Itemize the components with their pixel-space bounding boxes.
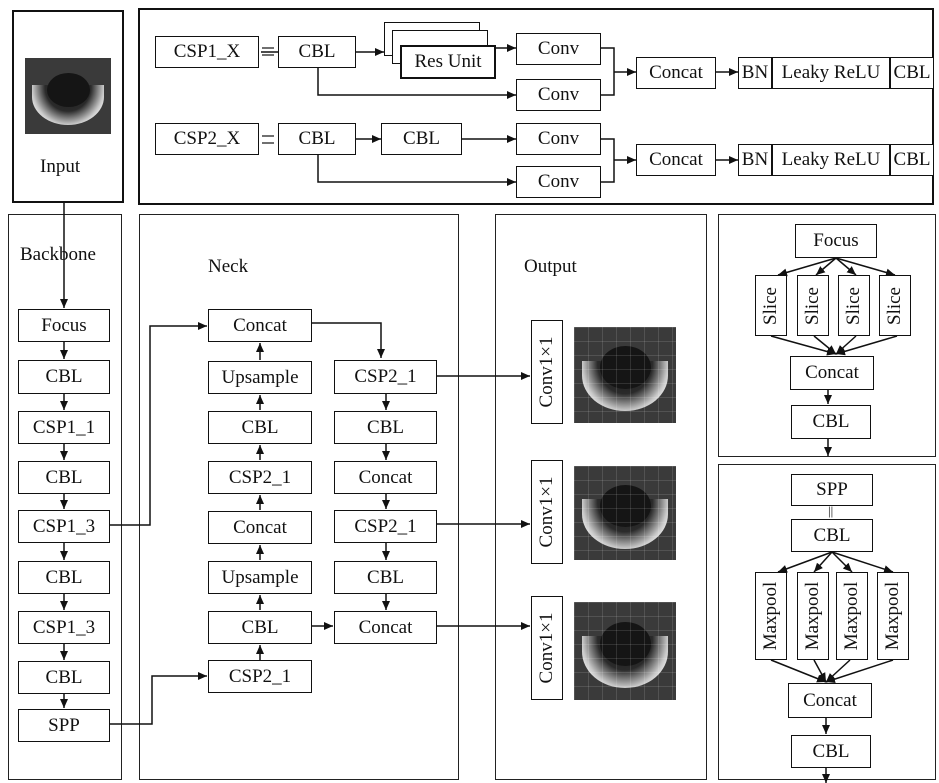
backbone-panel bbox=[8, 214, 122, 780]
spp-def-cbl-box: CBL bbox=[791, 519, 873, 552]
focus-def-cbl-box: CBL bbox=[791, 405, 871, 439]
neck-right-block: Concat bbox=[334, 611, 437, 644]
neck-left-block: CSP2_1 bbox=[208, 660, 312, 693]
neck-left-block: Upsample bbox=[208, 361, 312, 394]
backbone-block: CSP1_3 bbox=[18, 611, 110, 644]
csp2-conv-bottom-box: Conv bbox=[516, 166, 601, 198]
csp1-bn-box: BN bbox=[738, 57, 772, 89]
neck-left-block: CSP2_1 bbox=[208, 461, 312, 494]
focus-def-slice-label: Slice bbox=[843, 286, 864, 325]
spp-def-maxpool: Maxpool bbox=[836, 572, 868, 660]
csp2-cbl2-box: CBL bbox=[381, 123, 462, 155]
focus-def-slice: Slice bbox=[838, 275, 870, 336]
output-conv-label: Conv1×1 bbox=[536, 612, 557, 684]
spp-def-spp-box: SPP bbox=[791, 474, 873, 506]
neck-panel bbox=[139, 214, 459, 780]
input-ultrasound-image bbox=[25, 58, 111, 134]
focus-def-focus-box: Focus bbox=[795, 224, 877, 258]
csp1-cbl-box: CBL bbox=[278, 36, 356, 68]
neck-title: Neck bbox=[208, 256, 249, 277]
spp-def-maxpool: Maxpool bbox=[877, 572, 909, 660]
csp-definition-panel bbox=[138, 8, 934, 205]
spp-def-maxpool: Maxpool bbox=[797, 572, 829, 660]
spp-def-concat-box: Concat bbox=[788, 683, 872, 718]
spp-def-maxpool: Maxpool bbox=[755, 572, 787, 660]
output-detection-image-2 bbox=[574, 466, 676, 560]
neck-left-block: Upsample bbox=[208, 561, 312, 594]
focus-def-slice-label: Slice bbox=[802, 286, 823, 325]
output-detection-image-1 bbox=[574, 327, 676, 423]
csp1-conv-top-box: Conv bbox=[516, 33, 601, 65]
neck-right-block: Concat bbox=[334, 461, 437, 494]
output-conv-label: Conv1×1 bbox=[536, 336, 557, 408]
output-detection-image-3 bbox=[574, 602, 676, 700]
backbone-block: CBL bbox=[18, 661, 110, 694]
output-conv-head-3: Conv1×1 bbox=[531, 596, 563, 700]
csp1-concat-box: Concat bbox=[636, 57, 716, 89]
csp1-leaky-relu-box: Leaky ReLU bbox=[772, 57, 890, 89]
output-conv-head-1: Conv1×1 bbox=[531, 320, 563, 424]
focus-def-slice: Slice bbox=[755, 275, 787, 336]
neck-left-block: CBL bbox=[208, 411, 312, 444]
csp2-concat-box: Concat bbox=[636, 144, 716, 176]
csp1-cbl-out-box: CBL bbox=[890, 57, 934, 89]
backbone-block: CSP1_3 bbox=[18, 510, 110, 543]
backbone-title: Backbone bbox=[20, 244, 96, 265]
csp2-leaky-relu-box: Leaky ReLU bbox=[772, 144, 890, 176]
spp-def-maxpool-label: Maxpool bbox=[760, 581, 781, 651]
csp2-conv-top-box: Conv bbox=[516, 123, 601, 155]
neck-right-block: CSP2_1 bbox=[334, 510, 437, 543]
neck-right-block: CBL bbox=[334, 561, 437, 594]
output-panel bbox=[495, 214, 707, 780]
focus-def-concat-box: Concat bbox=[790, 356, 874, 390]
spp-def-cbl-out-box: CBL bbox=[791, 735, 871, 768]
input-panel bbox=[12, 10, 124, 203]
output-conv-label: Conv1×1 bbox=[536, 476, 557, 548]
csp1-res-unit-box: Res Unit bbox=[400, 45, 496, 79]
csp2-bn-box: BN bbox=[738, 144, 772, 176]
output-conv-head-2: Conv1×1 bbox=[531, 460, 563, 564]
neck-right-block: CBL bbox=[334, 411, 437, 444]
spp-def-maxpool-label: Maxpool bbox=[882, 581, 903, 651]
focus-def-slice: Slice bbox=[797, 275, 829, 336]
csp2-name-box: CSP2_X bbox=[155, 123, 259, 155]
backbone-block: SPP bbox=[18, 709, 110, 742]
spp-def-maxpool-label: Maxpool bbox=[841, 581, 862, 651]
backbone-block: CBL bbox=[18, 561, 110, 594]
csp2-cbl-out-box: CBL bbox=[890, 144, 934, 176]
input-title: Input bbox=[40, 156, 81, 177]
focus-definition-panel bbox=[718, 214, 936, 457]
output-title: Output bbox=[524, 256, 577, 277]
neck-left-block: Concat bbox=[208, 511, 312, 544]
csp1-conv-bottom-box: Conv bbox=[516, 79, 601, 111]
focus-def-slice: Slice bbox=[879, 275, 911, 336]
backbone-block: Focus bbox=[18, 309, 110, 342]
focus-def-slice-label: Slice bbox=[884, 286, 905, 325]
backbone-block: CBL bbox=[18, 461, 110, 494]
spp-def-maxpool-label: Maxpool bbox=[802, 581, 823, 651]
backbone-block: CSP1_1 bbox=[18, 411, 110, 444]
spp-def-equals-sign: || bbox=[828, 503, 834, 518]
neck-right-block: CSP2_1 bbox=[334, 360, 437, 394]
csp1-name-box: CSP1_X bbox=[155, 36, 259, 68]
csp2-cbl-box: CBL bbox=[278, 123, 356, 155]
neck-left-block: CBL bbox=[208, 611, 312, 644]
backbone-block: CBL bbox=[18, 360, 110, 394]
neck-left-block: Concat bbox=[208, 309, 312, 342]
focus-def-slice-label: Slice bbox=[760, 286, 781, 325]
